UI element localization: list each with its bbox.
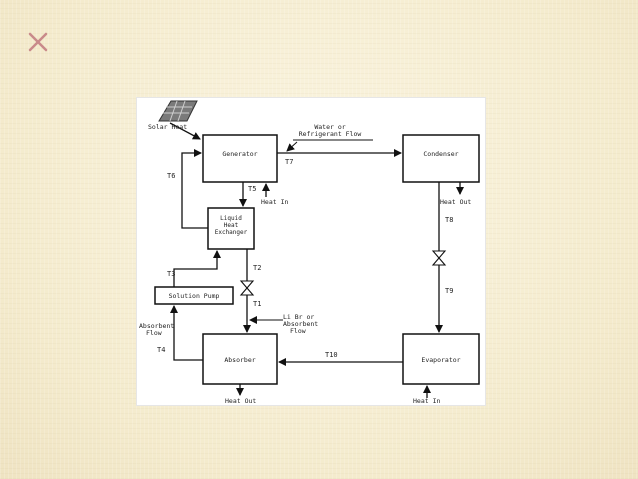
generator-box [202, 134, 278, 183]
libr-flow-label-line1: Li Br or [283, 313, 314, 321]
refrigerant-flow-pointer [286, 141, 298, 152]
liquid-heat-exchanger-label-line1: Liquid [220, 215, 242, 222]
absorber-heat-out-label: Heat Out [225, 397, 256, 405]
solution-pump-label: Solution Pump [169, 292, 220, 300]
t1-label: T1 [253, 300, 261, 308]
condenser-box [402, 134, 480, 183]
expansion-valve-right-icon [431, 250, 447, 266]
diagram-frame: Solar Heat Generator Condenser Liquid He… [137, 98, 485, 405]
libr-flow-label-line3: Flow [290, 327, 306, 335]
solar-heat-arrow [169, 122, 201, 140]
t5-label: T5 [248, 185, 256, 193]
libr-flow-label-line2: Absorbent [283, 320, 318, 328]
t3-label: T3 [167, 270, 175, 278]
solar-collector-icon [158, 100, 198, 122]
water-refrigerant-flow-label-line1: Water or [314, 123, 345, 131]
solar-heat-label: Solar Heat [148, 123, 187, 131]
absorber-label: Absorber [224, 356, 255, 364]
absorbent-flow-label-line1: Absorbent [139, 322, 174, 330]
t8-label: T8 [445, 216, 453, 224]
generator-label: Generator [222, 150, 257, 158]
liquid-heat-exchanger-label-line3: Exchanger [215, 229, 248, 236]
t6-label: T6 [167, 172, 175, 180]
absorber-to-pump-line [170, 305, 203, 361]
exchanger-to-generator-line [181, 149, 208, 229]
solution-pump-box [154, 286, 234, 305]
condenser-label: Condenser [423, 150, 458, 158]
absorbent-flow-label-line2: Flow [146, 329, 162, 337]
t10-label: T10 [325, 351, 338, 359]
pump-to-exchanger-line [173, 250, 221, 287]
liquid-heat-exchanger-label-line2: Heat [224, 222, 239, 229]
t2-label: T2 [253, 264, 261, 272]
t7-label: T7 [285, 158, 293, 166]
generator-heat-in-label: Heat In [261, 198, 288, 206]
evaporator-box [402, 333, 480, 385]
expansion-valve-left-icon [239, 280, 255, 296]
absorber-box [202, 333, 278, 385]
evaporator-label: Evaporator [421, 356, 460, 364]
t4-label: T4 [157, 346, 165, 354]
x-mark-decoration [28, 32, 48, 52]
condenser-heat-out-label: Heat Out [440, 198, 471, 206]
t9-label: T9 [445, 287, 453, 295]
absorption-cycle-diagram: Solar Heat Generator Condenser Liquid He… [139, 100, 480, 405]
water-refrigerant-flow-label-line2: Refrigerant Flow [299, 130, 362, 138]
evaporator-heat-in-label: Heat In [413, 397, 440, 405]
